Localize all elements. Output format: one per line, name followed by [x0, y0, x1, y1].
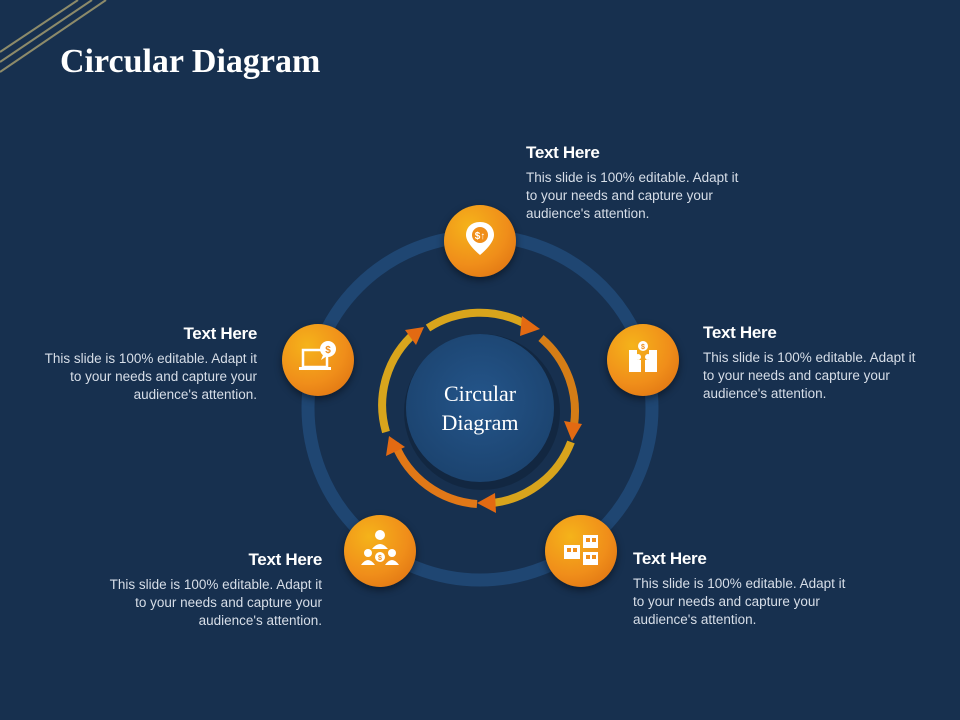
corner-decoration: [0, 0, 107, 73]
svg-text:$: $: [378, 555, 382, 562]
cycle-arrow-5: [378, 328, 419, 434]
people-hierarchy-dollar-icon: $: [358, 527, 402, 576]
text-block-heading: Text Here: [183, 324, 257, 343]
node-4: $: [344, 515, 416, 587]
svg-text:$: $: [641, 344, 645, 351]
node-3: [545, 515, 617, 587]
cycle-arrowhead-4: [386, 436, 405, 456]
cycle-arrowhead-1: [520, 316, 540, 336]
dollar-location-pin-icon: $↑: [458, 217, 502, 266]
cycle-arrows: [378, 308, 582, 513]
text-block-body: This slide is 100% editable. Adapt it to…: [109, 577, 322, 628]
cycle-arrowhead-5: [405, 327, 424, 345]
cycle-arrowhead-3: [477, 493, 496, 513]
business-team-icon: $: [621, 336, 665, 385]
cycle-arrow-2: [538, 334, 579, 426]
text-block-1: Text Here This slide is 100% editable. A…: [526, 143, 750, 223]
text-block-heading: Text Here: [633, 549, 707, 568]
cycle-arrowhead-2: [564, 421, 582, 441]
text-block-heading: Text Here: [703, 323, 777, 342]
text-block-heading: Text Here: [248, 550, 322, 569]
text-block-body: This slide is 100% editable. Adapt it to…: [703, 350, 916, 401]
center-label-line1: Circular: [443, 381, 517, 406]
center-circle: [406, 334, 554, 482]
text-block-body: This slide is 100% editable. Adapt it to…: [526, 170, 739, 221]
text-block-5: Text Here This slide is 100% editable. A…: [33, 324, 258, 404]
text-block-heading: Text Here: [526, 143, 600, 162]
center-label-line2: Diagram: [441, 410, 519, 435]
text-block-4: Text Here This slide is 100% editable. A…: [98, 550, 323, 630]
svg-text:$↑: $↑: [475, 231, 486, 242]
node-5: $: [282, 324, 354, 396]
node-2: $: [607, 324, 679, 396]
text-block-2: Text Here This slide is 100% editable. A…: [703, 323, 927, 403]
cycle-arrow-4: [391, 442, 478, 508]
cycle-arrow-1: [425, 308, 529, 332]
cycle-arrow-3: [492, 440, 575, 507]
laptop-dollar-chat-icon: $: [296, 336, 340, 385]
node-1: $↑: [444, 205, 516, 277]
text-block-body: This slide is 100% editable. Adapt it to…: [44, 351, 257, 402]
text-block-body: This slide is 100% editable. Adapt it to…: [633, 576, 846, 627]
slide-title: Circular Diagram: [60, 43, 321, 80]
text-block-3: Text Here This slide is 100% editable. A…: [633, 549, 857, 629]
center-label: Circular Diagram: [406, 334, 554, 482]
buildings-icon: [559, 527, 603, 576]
svg-text:$: $: [325, 345, 331, 356]
